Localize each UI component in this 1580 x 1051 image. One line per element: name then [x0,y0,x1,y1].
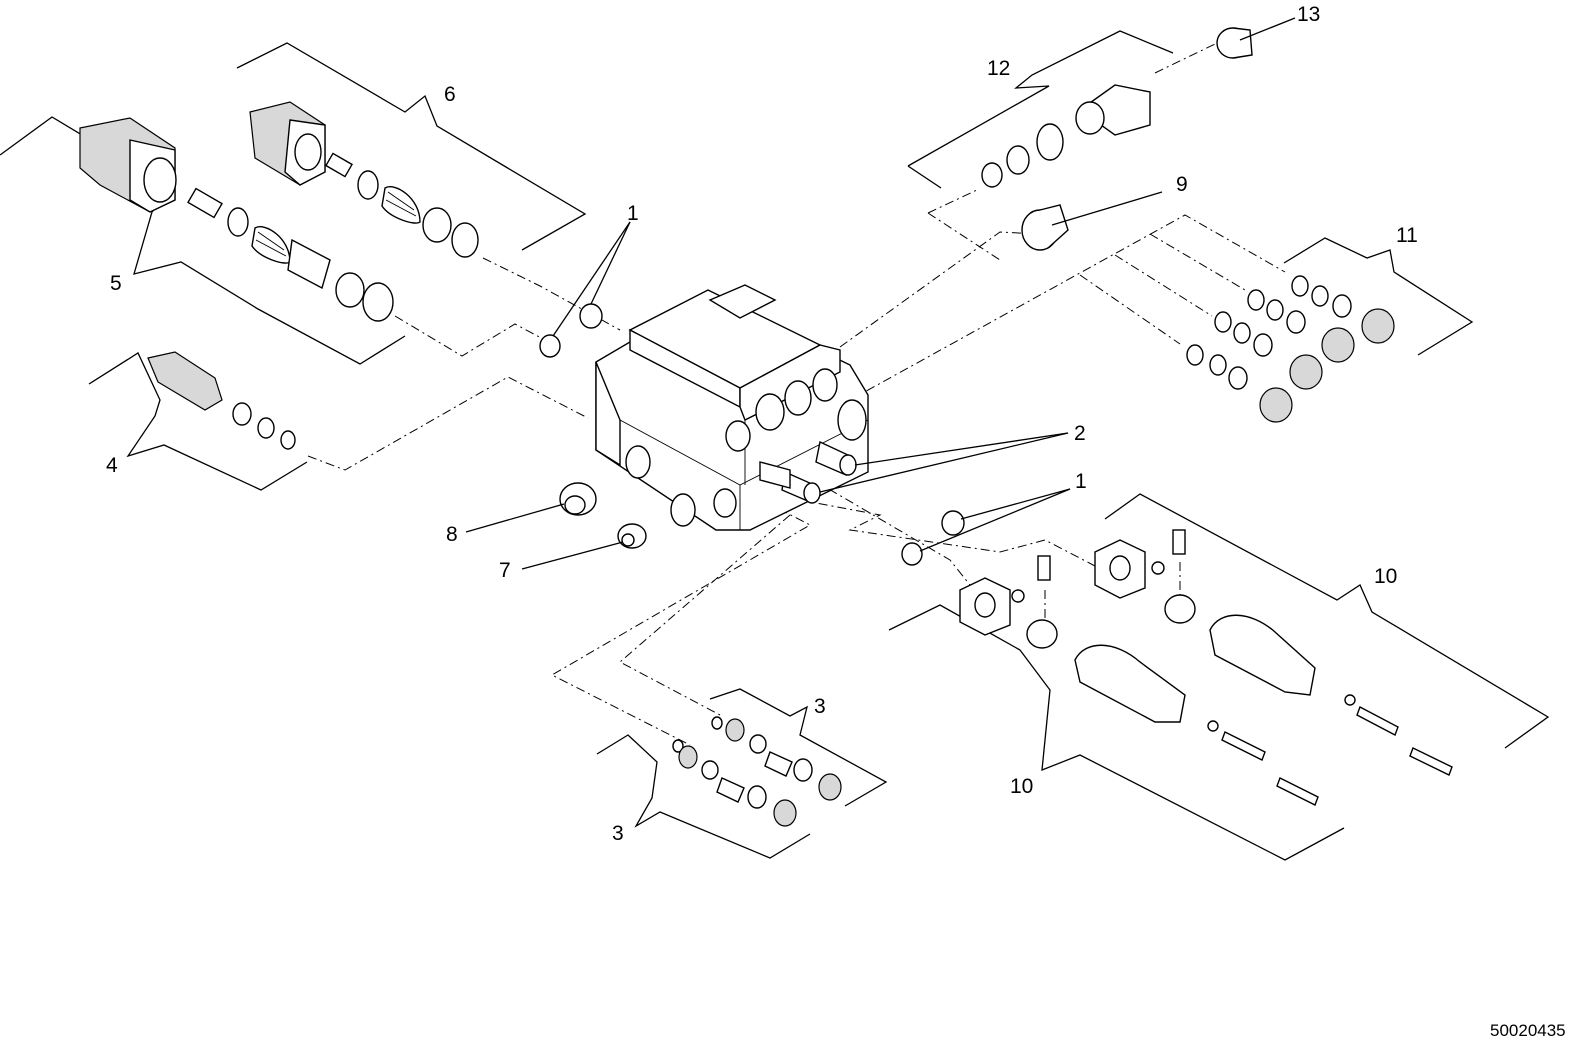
callout-labels: 1 1 2 3 3 4 5 6 7 8 9 10 10 11 12 13 [106,3,1418,845]
callout-10-left: 10 [1010,775,1033,798]
bracket-5 [0,116,406,365]
callout-4: 4 [106,454,118,477]
bracket-3-lower [596,734,811,859]
callout-3-upper: 3 [814,695,826,718]
part-group-9-12-13 [981,27,1253,251]
leader-lines [465,17,1296,570]
part-group-10 [959,529,1453,806]
bracket-10-right [1104,493,1550,749]
part-orings-1-lower [901,510,965,566]
bracket-10-left [888,604,1345,861]
part-group-11 [1186,275,1395,423]
callout-8: 8 [446,523,458,546]
callout-1-upper: 1 [627,202,639,225]
callout-3-lower: 3 [612,822,624,845]
assembly-axis-lines [307,43,1286,746]
bracket-4 [88,352,308,491]
part-group-5 [79,117,394,322]
part-group-4 [147,351,296,450]
bracket-6 [236,42,587,251]
callout-1-lower: 1 [1075,470,1087,493]
drawing-number: 50020435 [1490,1021,1566,1040]
bracket-12-left [907,165,942,189]
bracket-3-upper [709,688,888,807]
callout-10-right: 10 [1374,565,1397,588]
callout-11: 11 [1396,224,1418,247]
callout-12: 12 [987,57,1010,80]
part-orings-1-upper [539,303,603,358]
callout-5: 5 [110,272,122,295]
callout-7: 7 [499,559,511,582]
callout-9: 9 [1176,173,1188,196]
part-group-3 [672,716,842,827]
bracket-11 [1283,237,1474,356]
part-8-and-7 [559,482,647,549]
part-group-6 [249,101,479,258]
callout-13: 13 [1297,3,1320,26]
valve-block [595,284,869,531]
callout-2: 2 [1074,422,1086,445]
callout-6: 6 [444,83,456,106]
bracket-12 [907,30,1174,167]
